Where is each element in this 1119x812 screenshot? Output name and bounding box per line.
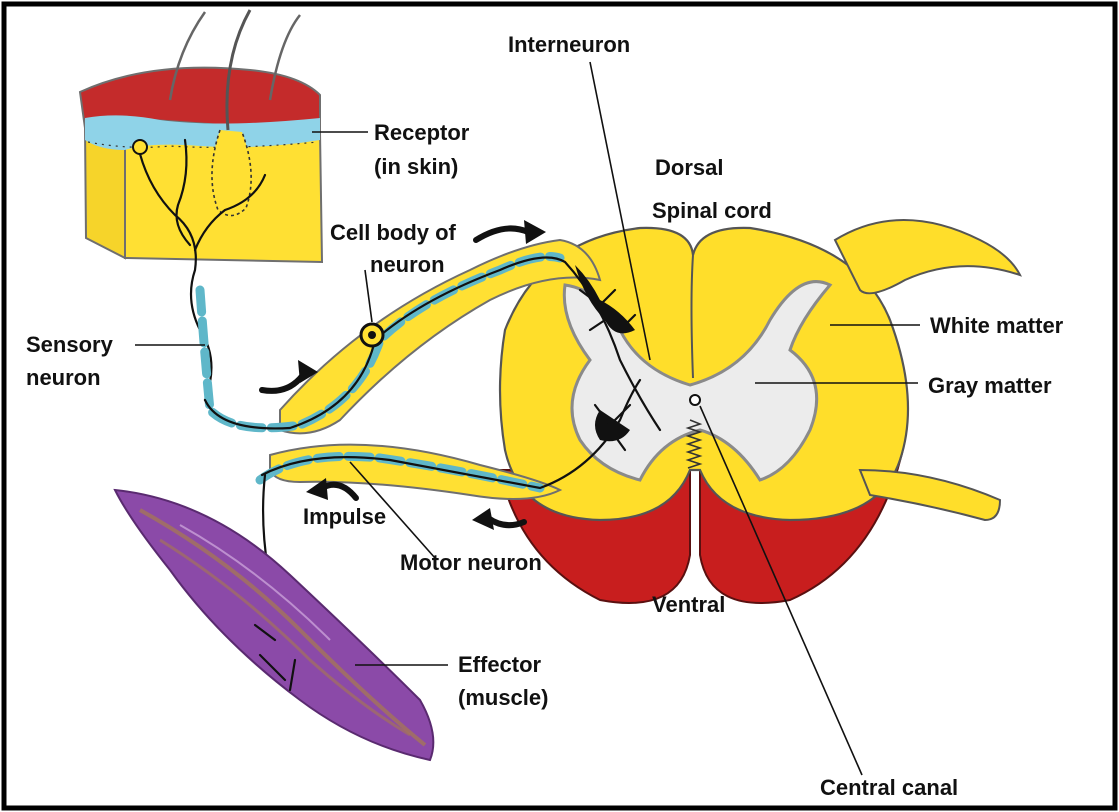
label-white-matter: White matter <box>930 313 1064 338</box>
label-central-canal: Central canal <box>820 775 958 800</box>
label-ventral: Ventral <box>652 592 725 617</box>
label-interneuron: Interneuron <box>508 32 630 57</box>
label-cell-body-sub: neuron <box>370 252 445 277</box>
label-spinal-cord: Spinal cord <box>652 198 772 223</box>
label-effector-sub: (muscle) <box>458 685 548 710</box>
receptor-ending-icon <box>133 140 147 154</box>
label-cell-body: Cell body of <box>330 220 457 245</box>
label-impulse: Impulse <box>303 504 386 529</box>
label-receptor: Receptor <box>374 120 470 145</box>
label-receptor-sub: (in skin) <box>374 154 458 179</box>
label-gray-matter: Gray matter <box>928 373 1052 398</box>
label-effector: Effector <box>458 652 542 677</box>
label-sensory: Sensory <box>26 332 114 357</box>
label-motor-neuron: Motor neuron <box>400 550 542 575</box>
label-sensory-sub: neuron <box>26 365 101 390</box>
label-dorsal: Dorsal <box>655 155 723 180</box>
central-canal-icon <box>690 395 700 405</box>
